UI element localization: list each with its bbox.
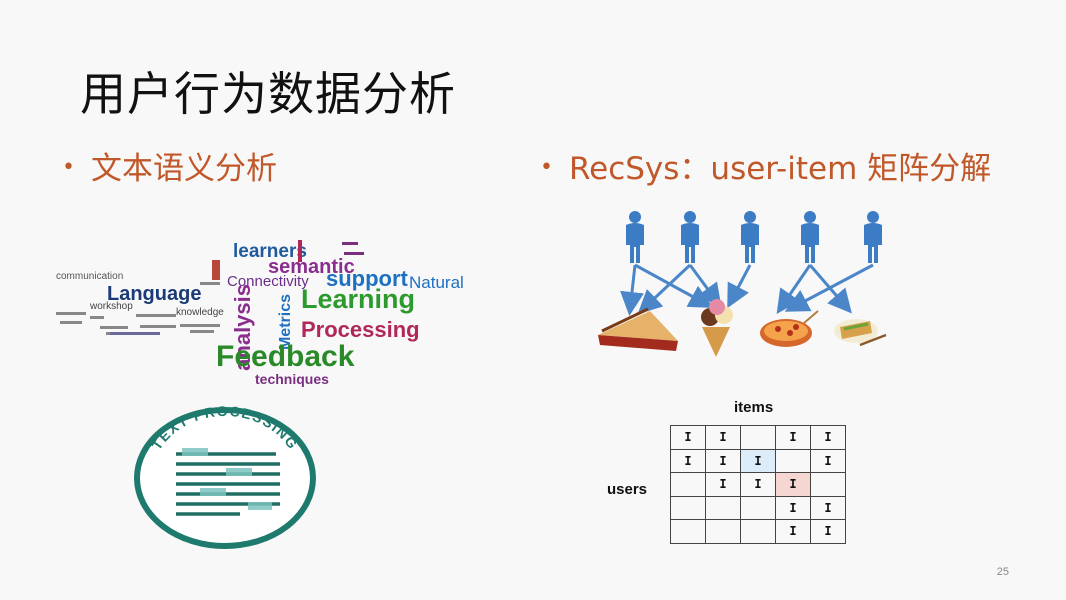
matrix-cell: I bbox=[670, 425, 706, 450]
matrix-cell: I bbox=[670, 448, 706, 473]
word-feedback: Feedback bbox=[216, 340, 355, 373]
word-learning: Learning bbox=[301, 284, 416, 314]
word-cloud-filler-marks bbox=[56, 240, 364, 335]
word-workshop: workshop bbox=[90, 301, 133, 312]
matrix-cell bbox=[810, 472, 846, 497]
text-processing-icon: TEXT PROCESSING bbox=[134, 403, 316, 549]
matrix-cell: I bbox=[775, 495, 811, 520]
bullet-recsys: • RecSys：user-item 矩阵分解 bbox=[540, 143, 991, 188]
page-number: 25 bbox=[996, 566, 1009, 578]
matrix-cell-highlight-red: I bbox=[775, 472, 811, 497]
word-connectivity: Connectivity bbox=[227, 273, 309, 290]
word-natural: Natural bbox=[409, 273, 464, 292]
sandwich-icon bbox=[834, 319, 887, 347]
matrix-cell: I bbox=[775, 519, 811, 544]
matrix-cell bbox=[775, 448, 811, 473]
text-processing-badge: TEXT PROCESSING bbox=[130, 398, 320, 550]
user-item-matrix: I I I I I I I I I I I I I bbox=[670, 425, 846, 544]
word-semantic: semantic bbox=[268, 256, 355, 278]
matrix-cell: I bbox=[705, 425, 741, 450]
user-icons bbox=[626, 211, 882, 263]
pizza-icon bbox=[760, 310, 819, 347]
matrix-row: I I I I bbox=[670, 448, 846, 473]
word-support: support bbox=[326, 266, 408, 291]
matrix-cell bbox=[705, 519, 741, 544]
slide-title: 用户行为数据分析 bbox=[80, 67, 456, 121]
matrix-cell: I bbox=[705, 448, 741, 473]
bullet-dot-icon: • bbox=[62, 155, 75, 180]
matrix-users-label: users bbox=[607, 481, 648, 498]
matrix-row: I I bbox=[670, 495, 846, 520]
matrix-row: I I bbox=[670, 519, 846, 544]
bullet-dot-icon: • bbox=[540, 155, 553, 180]
recsys-diagram bbox=[598, 211, 887, 357]
bullet-right-label: RecSys：user-item 矩阵分解 bbox=[568, 151, 992, 187]
word-techniques: techniques bbox=[255, 371, 329, 387]
matrix-cell bbox=[670, 472, 706, 497]
matrix-cell: I bbox=[775, 425, 811, 450]
matrix-cell: I bbox=[810, 425, 846, 450]
matrix-row: I I I bbox=[670, 472, 846, 497]
bullet-left-label: 文本语义分析 bbox=[90, 151, 277, 187]
matrix-items-label: items bbox=[734, 399, 774, 416]
word-communication: communication bbox=[56, 271, 124, 282]
word-cloud-image: learners semantic support Natural Langua… bbox=[40, 222, 480, 397]
matrix-cell: I bbox=[705, 472, 741, 497]
matrix-cell-highlight-blue: I bbox=[740, 448, 776, 473]
bullet-text-semantic-analysis: • 文本语义分析 bbox=[62, 143, 277, 188]
matrix-cell: I bbox=[810, 519, 846, 544]
matrix-cell bbox=[670, 495, 706, 520]
matrix-row: I I I I bbox=[670, 425, 846, 450]
matrix-cell bbox=[670, 519, 706, 544]
word-processing: Processing bbox=[301, 317, 420, 342]
word-language: Language bbox=[107, 283, 202, 305]
word-knowledge: knowledge bbox=[176, 307, 224, 318]
matrix-cell bbox=[740, 495, 776, 520]
recsys-users-items-graphic bbox=[590, 205, 910, 365]
matrix-cell bbox=[705, 495, 741, 520]
pie-icon bbox=[598, 307, 678, 351]
ice-cream-icon bbox=[701, 299, 733, 357]
matrix-cell bbox=[740, 519, 776, 544]
matrix-cell bbox=[740, 425, 776, 450]
matrix-cell: I bbox=[810, 495, 846, 520]
matrix-cell: I bbox=[740, 472, 776, 497]
matrix-cell: I bbox=[810, 448, 846, 473]
word-learners: learners bbox=[233, 241, 307, 262]
